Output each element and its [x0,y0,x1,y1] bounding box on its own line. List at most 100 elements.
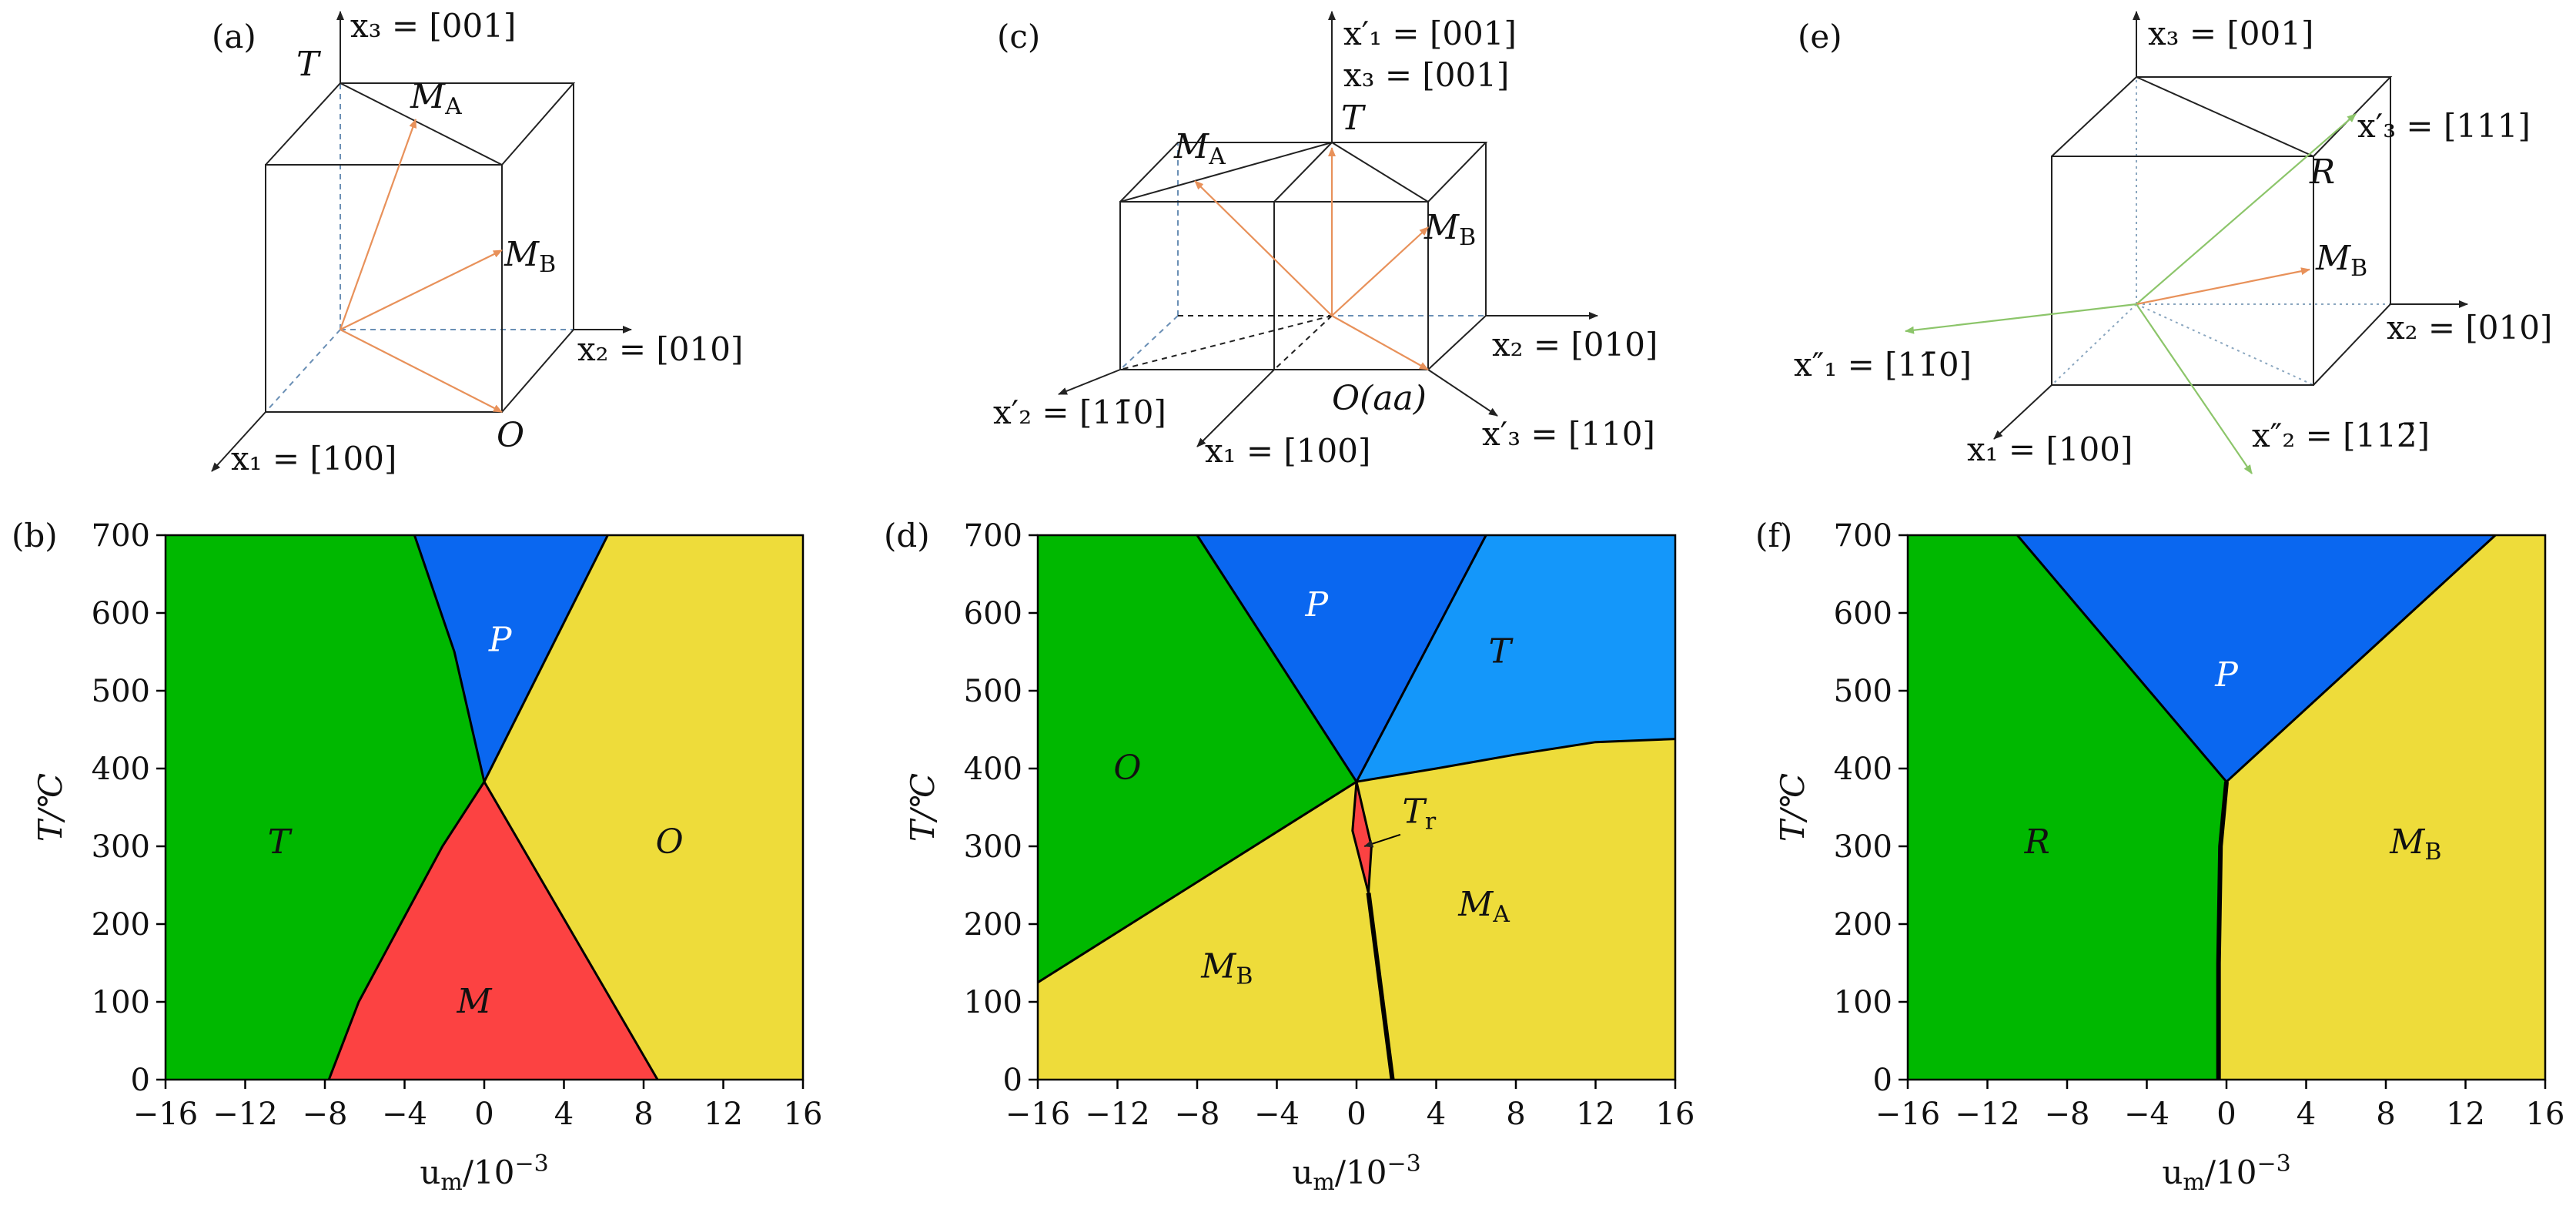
x-tick-label: −16 [133,1097,198,1132]
y-tick-label: 400 [92,752,150,787]
vector-x1pp [1905,303,2137,334]
label-t: T [296,45,322,84]
region-label-r: R [2024,822,2050,862]
region-label-t: T [268,822,293,862]
axis-x2p-arrow [1058,369,1121,395]
x-tick-label: 4 [1427,1097,1446,1132]
panel-e-letter: (e) [1798,18,1842,55]
phase-boundary-4 [1351,782,1370,893]
label-mb: MB [503,235,556,278]
x-tick-label: 16 [2526,1097,2565,1132]
x-tick-label: 12 [704,1097,743,1132]
region-label-p: P [2214,655,2239,695]
label-t: T [1341,99,1367,138]
label-x2: x₂ = [010] [1492,326,1658,363]
phase-boundary-3 [483,534,609,782]
y-tick-label: 500 [1834,674,1892,709]
panel-a-letter: (a) [212,18,256,55]
panel-f-letter: (f) [1755,517,1792,554]
y-tick-label: 300 [1834,829,1892,865]
x-axis-label: um/10−3 [420,1150,548,1196]
phase-boundary-3 [1356,738,1676,783]
y-tick-label: 700 [92,518,150,554]
label-o: O [497,416,524,455]
y-tick-label: 100 [964,985,1022,1020]
label-ma: MA [410,77,462,120]
x-tick-label: −8 [2045,1097,2090,1132]
region-label-o: O [656,822,684,862]
x-tick-label: 12 [2446,1097,2485,1132]
x-tick-label: 0 [474,1097,493,1132]
y-tick-label: 600 [964,596,1022,631]
axis-x1-arrow [1993,384,2052,440]
panel-a-diagram: (a) x₃ = [001] x₂ = [010] x₁ = [100] T M… [211,7,743,477]
x-axis-label: um/10−3 [1292,1150,1420,1196]
label-x3: x₃ = [001] [350,7,516,45]
phase-boundary-1 [483,781,659,1080]
phase-boundary-1 [2216,781,2229,1080]
y-tick-label: 100 [1834,985,1892,1020]
y-tick-label: 200 [92,907,150,943]
y-tick-label: 600 [1834,596,1892,631]
label-x3: x₃ = [001] [2148,15,2313,52]
region-label-p: P [488,620,513,659]
y-tick-label: 0 [1003,1063,1022,1098]
y-tick-label: 600 [92,596,150,631]
x-tick-label: 16 [1656,1097,1695,1132]
region-label-m: MB [1200,947,1253,990]
vector-x2pp [2136,303,2253,474]
label-ma: MA [1173,127,1226,170]
label-mb: MB [1423,208,1476,251]
y-tick-label: 200 [1834,907,1892,943]
x-tick-label: −16 [1875,1097,1940,1132]
y-axis-label: T/℃ [1774,773,1812,842]
label-oaa: O(aa) [1332,379,1427,418]
label-r: R [2309,152,2335,192]
x-tick-label: 0 [1347,1097,1366,1132]
label-x2: x₂ = [010] [577,330,743,368]
y-axis-label: T/℃ [32,773,69,842]
y-tick-label: 300 [964,829,1022,865]
x-tick-label: −12 [212,1097,277,1132]
x-tick-label: 8 [2376,1097,2395,1132]
label-x2pp: x″₂ = [112̄] [2252,417,2430,454]
label-x2: x₂ = [010] [2387,309,2552,347]
region-label-m: MA [1457,885,1510,928]
x-tick-label: −12 [1085,1097,1149,1132]
region-label-m: M [457,982,493,1021]
label-x1: x₁ = [100] [1967,430,2133,468]
x-tick-label: 0 [2216,1097,2236,1132]
x-tick-label: −8 [303,1097,348,1132]
label-x1: x₁ = [100] [1205,432,1370,470]
y-tick-label: 0 [1873,1063,1892,1098]
label-x3p: x′₃ = [110] [1482,415,1655,453]
y-tick-label: 400 [964,752,1022,787]
label-x3p: x′₃ = [111] [2357,107,2531,145]
x-tick-label: 4 [554,1097,574,1132]
vector-ma [1194,180,1333,316]
y-tick-label: 0 [131,1063,150,1098]
x-tick-label: −4 [1254,1097,1300,1132]
x-tick-label: −8 [1175,1097,1220,1132]
vector-o [340,329,503,413]
vector-ma [339,119,417,330]
x-tick-label: −16 [1005,1097,1070,1132]
y-tick-label: 200 [964,907,1022,943]
tr-pointer [1363,833,1401,848]
vector-x3p [2136,113,2357,305]
y-tick-label: 300 [92,829,150,865]
x-tick-label: 16 [784,1097,823,1132]
y-axis-label: T/℃ [904,773,942,842]
region-label-o: O [1113,749,1141,788]
panel-c-letter: (c) [997,18,1040,55]
label-x1pp: x″₁ = [11̄0] [1794,346,1972,383]
phase-boundary-6 [1366,893,1395,1080]
phase-boundary-1 [1196,534,1358,783]
x-tick-label: −12 [1955,1097,2019,1132]
axis-x1-arrow [1196,369,1275,447]
region-m-a [1356,738,1676,1080]
